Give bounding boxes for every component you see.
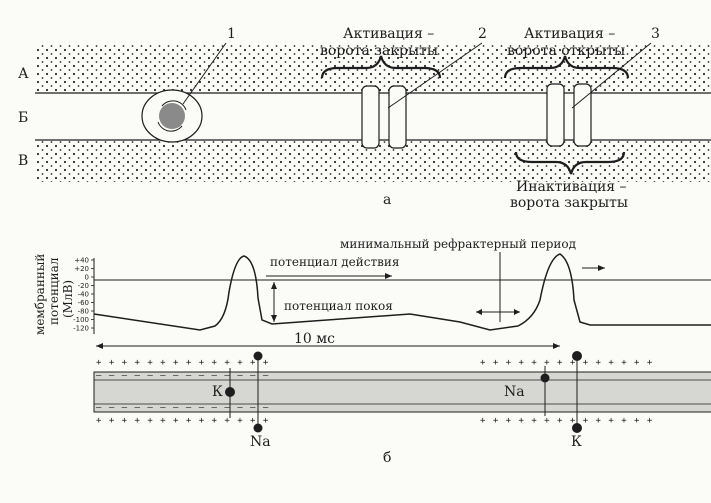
inner-charge-row-1: – – – – – – – – – – – – – – — [96, 371, 269, 381]
panel-b: +40+200-20-40-60-80-100-120 мембранный п… — [33, 237, 711, 466]
ion-na-label-left: Na — [250, 434, 271, 450]
brace-activation-open — [503, 55, 630, 79]
outer-charge-row-1: + + + + + + + + + + + + + + — [96, 358, 269, 368]
outer-charge-row-2: + + + + + + + + + + + + + + — [480, 358, 653, 368]
y-axis-label-line3: (МлВ) — [61, 280, 75, 318]
callout-number-1: 1 — [227, 26, 236, 42]
min-refractory-label: минимальный рефрактерный период — [340, 237, 576, 251]
callout-number-2: 2 — [478, 26, 487, 42]
time-span-label: 10 мс — [294, 331, 335, 347]
refractory-arrow-left — [476, 309, 482, 315]
activation-closed-line1: Активация – — [343, 26, 434, 42]
propagation-arrowhead — [598, 265, 605, 271]
y-tick-label: -120 — [73, 325, 89, 333]
k-ion-dot-right-bottom — [572, 423, 582, 433]
callout-line-3 — [571, 42, 652, 109]
action-potential-trace — [93, 253, 711, 331]
y-axis-label-line1: мембранный — [33, 254, 47, 335]
ion-na-label-right: Na — [504, 384, 525, 400]
ion-k-label-left: К — [212, 384, 223, 400]
y-tick-label: -80 — [78, 308, 89, 316]
na-ion-dot-left-top — [253, 351, 263, 361]
callout-line-2 — [387, 42, 483, 109]
panel-b-label: б — [383, 450, 391, 466]
k-ion-dot-right-top — [572, 351, 582, 361]
inner-charge-row-2: – – – – – – – – – – – – – – — [96, 403, 269, 413]
ion-k-label-right: К — [571, 434, 582, 450]
inactivation-closed-line1: Инактивация – — [516, 179, 627, 195]
y-tick-group: +40+200-20-40-60-80-100-120 — [73, 257, 94, 333]
y-tick-label: -40 — [78, 291, 89, 299]
y-axis-label-line2: потенциал — [47, 257, 61, 325]
callout-line-1 — [182, 42, 227, 105]
inactivation-closed-line2: ворота закрыты — [510, 195, 628, 211]
resting-arrow-up — [271, 282, 277, 289]
brace-activation-closed — [320, 55, 442, 79]
callout-number-3: 3 — [651, 26, 660, 42]
outer-charge-row-3: + + + + + + + + + + + + + + — [96, 416, 269, 426]
layer-label-v: В — [18, 153, 28, 169]
y-tick-label: -60 — [78, 299, 89, 307]
panel-a-label: а — [383, 192, 391, 208]
y-tick-label: +20 — [74, 265, 89, 273]
channel-activation-closed — [361, 85, 407, 149]
brace-inactivation-closed — [514, 151, 626, 175]
activation-open-line2: ворота открыты — [507, 43, 625, 59]
panel-a: А Б В 1 2 3 Активация – ворота закрыты А… — [18, 26, 711, 211]
resting-arrow-down — [271, 315, 277, 322]
layer-label-a: А — [18, 66, 29, 82]
activation-closed-line2: ворота закрыты — [320, 43, 438, 59]
outer-charge-row-4: + + + + + + + + + + + + + + — [480, 416, 653, 426]
y-tick-label: +40 — [74, 257, 89, 265]
activation-open-line1: Активация – — [524, 26, 615, 42]
na-ion-dot-left-bottom — [253, 423, 263, 433]
channel-activation-open — [546, 83, 592, 147]
y-tick-label: 0 — [85, 274, 89, 282]
time-span-arrow-left — [96, 343, 103, 349]
action-potential-label: потенциал действия — [270, 255, 399, 269]
resting-potential-label: потенциал покоя — [284, 299, 393, 313]
refractory-arrow-right — [514, 309, 520, 315]
layer-label-b: Б — [18, 110, 28, 126]
action-potential-arrowhead — [385, 273, 392, 279]
y-tick-label: -100 — [73, 316, 89, 324]
ion-channel-1 — [141, 89, 203, 143]
time-span-arrow-right — [553, 343, 560, 349]
axon-band — [93, 371, 711, 413]
y-tick-label: -20 — [78, 282, 89, 290]
